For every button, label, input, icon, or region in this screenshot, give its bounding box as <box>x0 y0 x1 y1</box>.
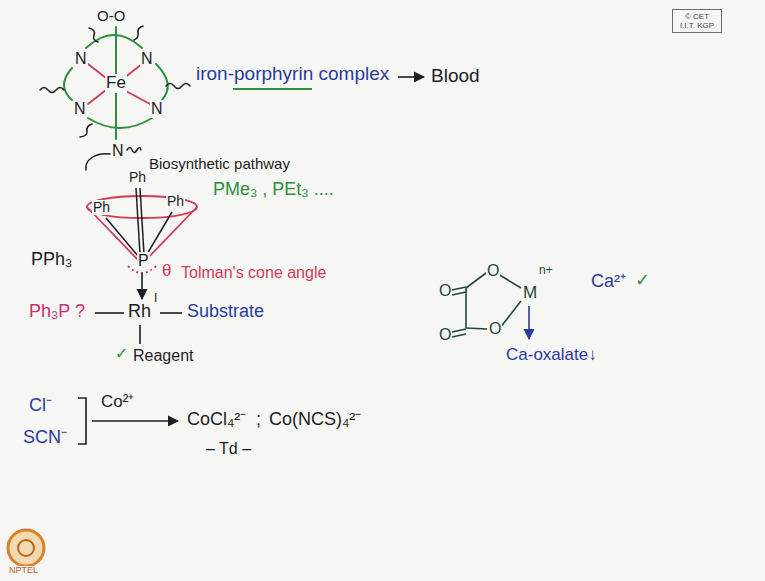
bond <box>465 288 467 328</box>
reaction-arrow <box>92 420 178 422</box>
atom-label: N <box>140 50 154 68</box>
bond <box>452 334 466 337</box>
ligand-label: Ph₃P ? <box>28 302 86 322</box>
oxalate-structure <box>452 273 521 337</box>
bracket <box>78 398 86 444</box>
atom-label: N <box>74 50 88 68</box>
wavy-substituent <box>89 28 98 42</box>
ring-arc <box>86 35 142 48</box>
logo-text: NPTEL <box>8 566 39 576</box>
atom-label: O <box>438 326 452 344</box>
bond <box>452 287 466 290</box>
copyright-box: © CET I.I.T. KGP <box>672 9 722 33</box>
check-mark: ✓ <box>634 270 651 290</box>
copyright-text: © CET I.I.T. KGP <box>678 12 716 30</box>
symmetry-label: – Td – <box>205 440 252 458</box>
check-mark: ✓ <box>114 345 129 363</box>
note-text: iron-porphyrin complex <box>195 64 390 85</box>
atom-label: N <box>73 100 87 118</box>
product-label: Ca-oxalate↓ <box>505 346 598 365</box>
atom-label: Rh <box>127 302 152 322</box>
bond <box>466 328 487 329</box>
ring-arc <box>156 64 168 100</box>
porphyrin-ring <box>64 27 168 139</box>
bond <box>146 212 172 256</box>
ion-label: Cl⁻ <box>28 396 53 416</box>
atom-label: O <box>486 262 500 280</box>
atom-label: M <box>522 284 538 303</box>
atom-label: O <box>488 320 502 338</box>
charge-label: n+ <box>538 264 554 277</box>
oxidation-state: I <box>153 292 158 305</box>
bond <box>498 274 521 288</box>
bond <box>139 325 141 344</box>
cone-side <box>144 207 197 262</box>
logo-core <box>18 540 34 556</box>
wavy-substituent <box>127 148 141 153</box>
ion-label: Co²⁺ <box>100 393 135 412</box>
precipitation-arrow <box>528 306 530 339</box>
wavy-substituent <box>80 124 92 137</box>
atom-label: N <box>150 100 164 118</box>
group-label: Ph <box>128 170 147 185</box>
note-text: Substrate <box>186 302 265 322</box>
bond <box>160 312 182 314</box>
ring-arc <box>64 68 72 100</box>
reaction-arrow <box>398 76 424 78</box>
wavy-substituent <box>166 84 190 89</box>
donation-arrow <box>141 273 143 299</box>
angle-symbol: θ <box>161 262 172 281</box>
ion-label: SCN⁻ <box>22 428 68 448</box>
atom-label: N <box>111 142 125 160</box>
note-text: Biosynthetic pathway <box>148 156 291 173</box>
underline <box>233 88 312 90</box>
ion-label: Ca²⁺ <box>590 272 627 292</box>
fe-n-bonds <box>88 64 150 104</box>
note-text: Blood <box>430 66 481 87</box>
note-text: Tolman's cone angle <box>180 264 327 282</box>
atom-label: Fe <box>105 74 127 93</box>
ligand-list: PMe₃ , PEt₃ .... <box>212 180 335 200</box>
atom-label: P <box>137 252 150 270</box>
bond <box>140 188 144 254</box>
separator: ; <box>255 410 262 430</box>
bond <box>106 218 138 256</box>
molecule-label: O-O <box>96 8 126 25</box>
hook-line <box>86 154 110 170</box>
bond <box>88 64 106 78</box>
bond <box>466 273 486 288</box>
group-label: Ph <box>166 194 185 209</box>
atom-label: O <box>438 282 452 300</box>
bond <box>452 329 466 332</box>
bond <box>136 188 140 254</box>
ring-arc <box>88 118 152 128</box>
bond <box>88 90 106 104</box>
bond <box>95 312 124 314</box>
substituents <box>40 26 190 170</box>
bond <box>124 90 150 104</box>
complex-formula: Co(NCS)₄²⁻ <box>268 410 362 430</box>
note-text: Reagent <box>132 347 195 365</box>
complex-formula: CoCl₄²⁻ <box>186 410 247 430</box>
logo-ring <box>8 530 44 566</box>
wavy-substituent <box>134 26 143 40</box>
ligand-label: PPh₃ <box>30 250 73 270</box>
bond <box>452 292 466 295</box>
group-label: Ph <box>92 200 111 215</box>
nptel-logo <box>8 530 44 566</box>
bond <box>500 301 521 328</box>
p-ph-bonds <box>106 188 172 256</box>
wavy-substituent <box>40 88 64 93</box>
